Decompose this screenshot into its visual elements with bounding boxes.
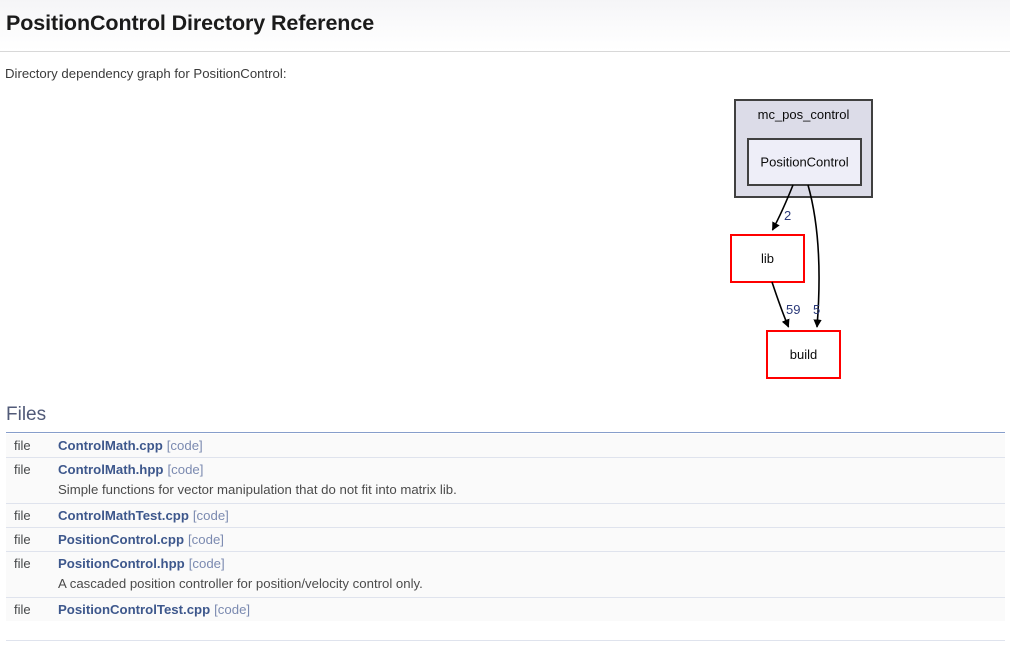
code-link[interactable]: [code] — [188, 556, 225, 571]
file-entry-cell: PositionControlTest.cpp[code] — [58, 597, 1005, 621]
dependency-graph-svg: mc_pos_control PositionControl lib build… — [730, 99, 873, 379]
file-kind-cell: file — [6, 597, 58, 621]
graph-node-lib[interactable]: lib — [730, 234, 805, 283]
file-entry-cell: ControlMathTest.cpp[code] — [58, 503, 1005, 528]
graph-node-build[interactable]: build — [766, 330, 841, 379]
code-link[interactable]: [code] — [214, 602, 251, 617]
file-kind-cell: file — [6, 457, 58, 504]
edge-label-positioncontrol-build: 5 — [813, 302, 820, 317]
table-row[interactable]: file ControlMath.hpp[code] Simple functi… — [6, 457, 1005, 504]
code-link[interactable]: [code] — [166, 438, 203, 453]
file-kind-cell: file — [6, 527, 58, 552]
file-link[interactable]: PositionControlTest.cpp — [58, 602, 211, 617]
file-link[interactable]: PositionControl.cpp — [58, 532, 185, 547]
graph-edge-positioncontrol-lib: 2 — [771, 184, 794, 231]
file-entry-cell: PositionControl.cpp[code] — [58, 527, 1005, 552]
node-box-lib — [730, 234, 805, 283]
cluster-label: mc_pos_control — [758, 107, 850, 122]
file-entry-cell: ControlMath.hpp[code] Simple functions f… — [58, 457, 1005, 504]
edge-path-lib-build — [771, 281, 790, 328]
edge-label-positioncontrol-lib: 2 — [784, 208, 791, 223]
edge-path-positioncontrol-build — [807, 184, 822, 328]
code-link[interactable]: [code] — [192, 508, 229, 523]
code-link[interactable]: [code] — [167, 462, 204, 477]
file-entry-cell: ControlMath.cpp[code] — [58, 434, 1005, 458]
file-description: Simple functions for vector manipulation… — [58, 482, 457, 497]
code-link[interactable]: [code] — [188, 532, 224, 547]
graph-edge-lib-build: 59 — [771, 281, 800, 328]
file-link[interactable]: PositionControl.hpp — [58, 556, 185, 571]
graph-edge-positioncontrol-build: 5 — [807, 184, 822, 328]
files-section-rule — [6, 432, 1005, 433]
edge-path-positioncontrol-lib — [771, 184, 794, 231]
files-table-bottom-rule — [6, 640, 1005, 641]
graph-intro-text: Directory dependency graph for PositionC… — [5, 66, 287, 81]
file-entry-cell: PositionControl.hpp[code] A cascaded pos… — [58, 551, 1005, 598]
node-label-build: build — [790, 347, 817, 362]
files-section-heading: Files — [6, 404, 47, 425]
file-link[interactable]: ControlMath.cpp — [58, 438, 163, 453]
file-link[interactable]: ControlMath.hpp — [58, 462, 164, 477]
file-description: A cascaded position controller for posit… — [58, 576, 423, 591]
file-link[interactable]: ControlMathTest.cpp — [58, 508, 189, 523]
table-row[interactable]: file PositionControlTest.cpp[code] — [6, 597, 1005, 621]
table-row[interactable]: file ControlMathTest.cpp[code] — [6, 503, 1005, 528]
table-row[interactable]: file PositionControl.hpp[code] A cascade… — [6, 551, 1005, 598]
file-kind-cell: file — [6, 503, 58, 528]
file-kind-cell: file — [6, 551, 58, 598]
node-label-positioncontrol: PositionControl — [760, 155, 848, 170]
edge-label-lib-build: 59 — [786, 302, 800, 317]
page-title: PositionControl Directory Reference — [6, 11, 375, 35]
graph-node-positioncontrol[interactable]: PositionControl — [747, 138, 862, 186]
table-row[interactable]: file ControlMath.cpp[code] — [6, 434, 1005, 458]
files-table-body: file ControlMath.cpp[code] file ControlM… — [6, 434, 1005, 621]
node-label-lib: lib — [761, 251, 774, 266]
directory-dependency-graph: mc_pos_control PositionControl lib build… — [0, 86, 1010, 396]
page-header-band — [0, 0, 1010, 52]
file-kind-cell: file — [6, 434, 58, 458]
node-box-build — [766, 330, 841, 379]
table-row[interactable]: file PositionControl.cpp[code] — [6, 527, 1005, 552]
files-table: file ControlMath.cpp[code] file ControlM… — [6, 434, 1005, 621]
node-box-positioncontrol — [747, 138, 862, 186]
